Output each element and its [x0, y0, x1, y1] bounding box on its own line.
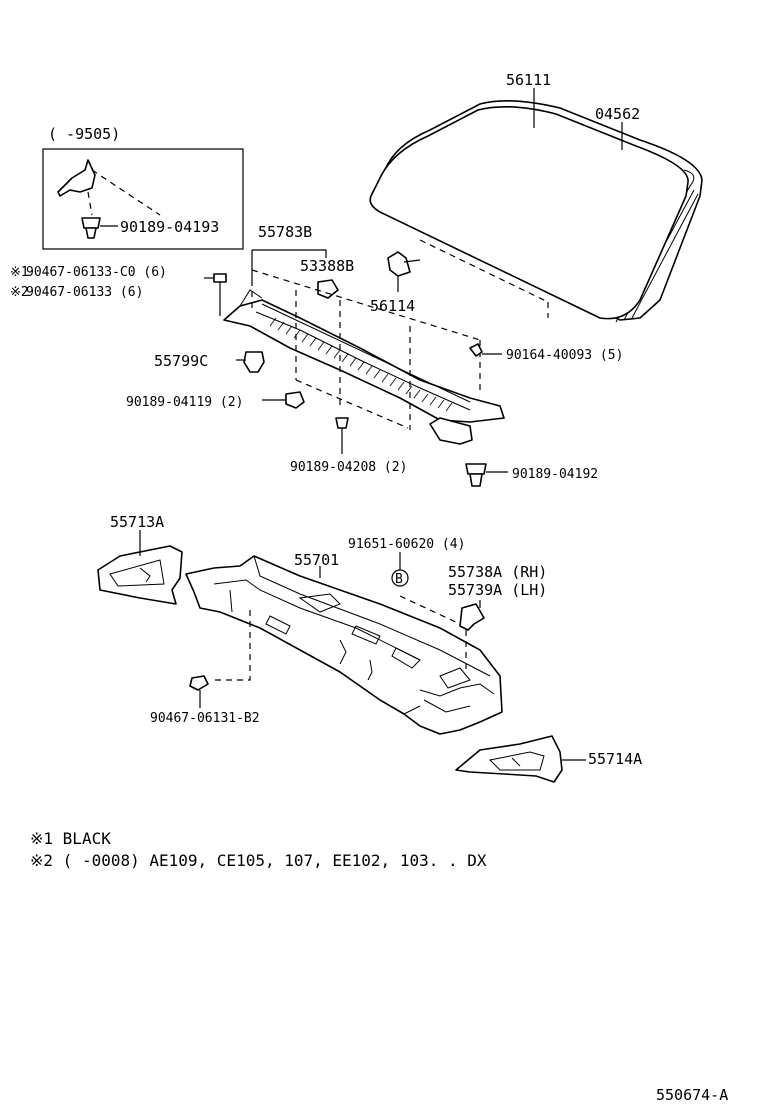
cowl-top-panel: 55701: [185, 551, 503, 735]
part-label-04562: 04562: [595, 105, 640, 123]
part-label-90164-40093: 90164-40093 (5): [506, 348, 623, 363]
louver-slots: [269, 317, 453, 412]
cowl-side-panel-lh: 55713A: [97, 513, 183, 605]
circle-b-marker: B: [395, 572, 403, 587]
part-label-90467-06133-c0: 90467-06133-C0 (6): [26, 265, 167, 280]
part-label-55701: 55701: [294, 551, 339, 569]
part-label-90189-04119: 90189-04119 (2): [126, 395, 243, 410]
clip-90189-04119: 90189-04119 (2): [126, 391, 305, 410]
clip-90189-04192: 90189-04192: [465, 463, 598, 487]
part-label-55783b: 55783B: [258, 223, 312, 241]
part-label-56114: 56114: [370, 297, 415, 315]
part-label-55738a: 55738A (RH): [448, 563, 547, 581]
clip-90467-06131-b2: 90467-06131-B2: [150, 675, 260, 726]
retainer-55799c: 55799C: [154, 351, 265, 373]
part-label-55799c: 55799C: [154, 352, 208, 370]
part-label-90189-04193: 90189-04193: [120, 218, 219, 236]
part-label-90189-04192: 90189-04192: [512, 467, 598, 482]
footnote-1: ※1 BLACK: [30, 829, 111, 848]
part-label-90189-04208: 90189-04208 (2): [290, 460, 407, 475]
inset-box: ( -9505) 90189-04193: [42, 125, 244, 250]
marker-2: ※2: [10, 285, 29, 300]
part-label-55714a: 55714A: [588, 750, 642, 768]
inset-clip-icon: [81, 217, 101, 239]
clip-90189-04208: 90189-04208 (2): [290, 417, 407, 475]
marker-1: ※1: [10, 265, 29, 280]
footnote-2: ※2 ( -0008) AE109, CE105, 107, EE102, 10…: [30, 851, 487, 870]
inset-range-label: ( -9505): [48, 125, 120, 143]
bracket-55738a-55739a: 55738A (RH) 55739A (LH): [448, 563, 547, 631]
bolt-91651-60620: B 91651-60620 (4): [348, 537, 465, 587]
part-label-90467-06131-b2: 90467-06131-B2: [150, 711, 260, 726]
part-label-56111: 56111: [506, 71, 551, 89]
cowl-louver: 55783B: [223, 223, 505, 445]
part-label-91651-60620: 91651-60620 (4): [348, 537, 465, 552]
cowl-side-panel-rh: 55714A: [455, 735, 642, 783]
part-label-90467-06133: 90467-06133 (6): [26, 285, 143, 300]
figure-id: 550674-A: [656, 1086, 728, 1104]
part-label-53388b: 53388B: [300, 257, 354, 275]
part-label-55713a: 55713A: [110, 513, 164, 531]
cowl-clip: 53388B: [300, 257, 354, 299]
windshield-glass: 56111 04562: [369, 71, 703, 323]
glass-stopper: 56114: [370, 251, 421, 315]
bolt-90467-06133: ※1 90467-06133-C0 (6) ※2 90467-06133 (6): [10, 265, 227, 316]
part-label-55739a: 55739A (LH): [448, 581, 547, 599]
screw-90164-40093: 90164-40093 (5): [469, 343, 623, 363]
